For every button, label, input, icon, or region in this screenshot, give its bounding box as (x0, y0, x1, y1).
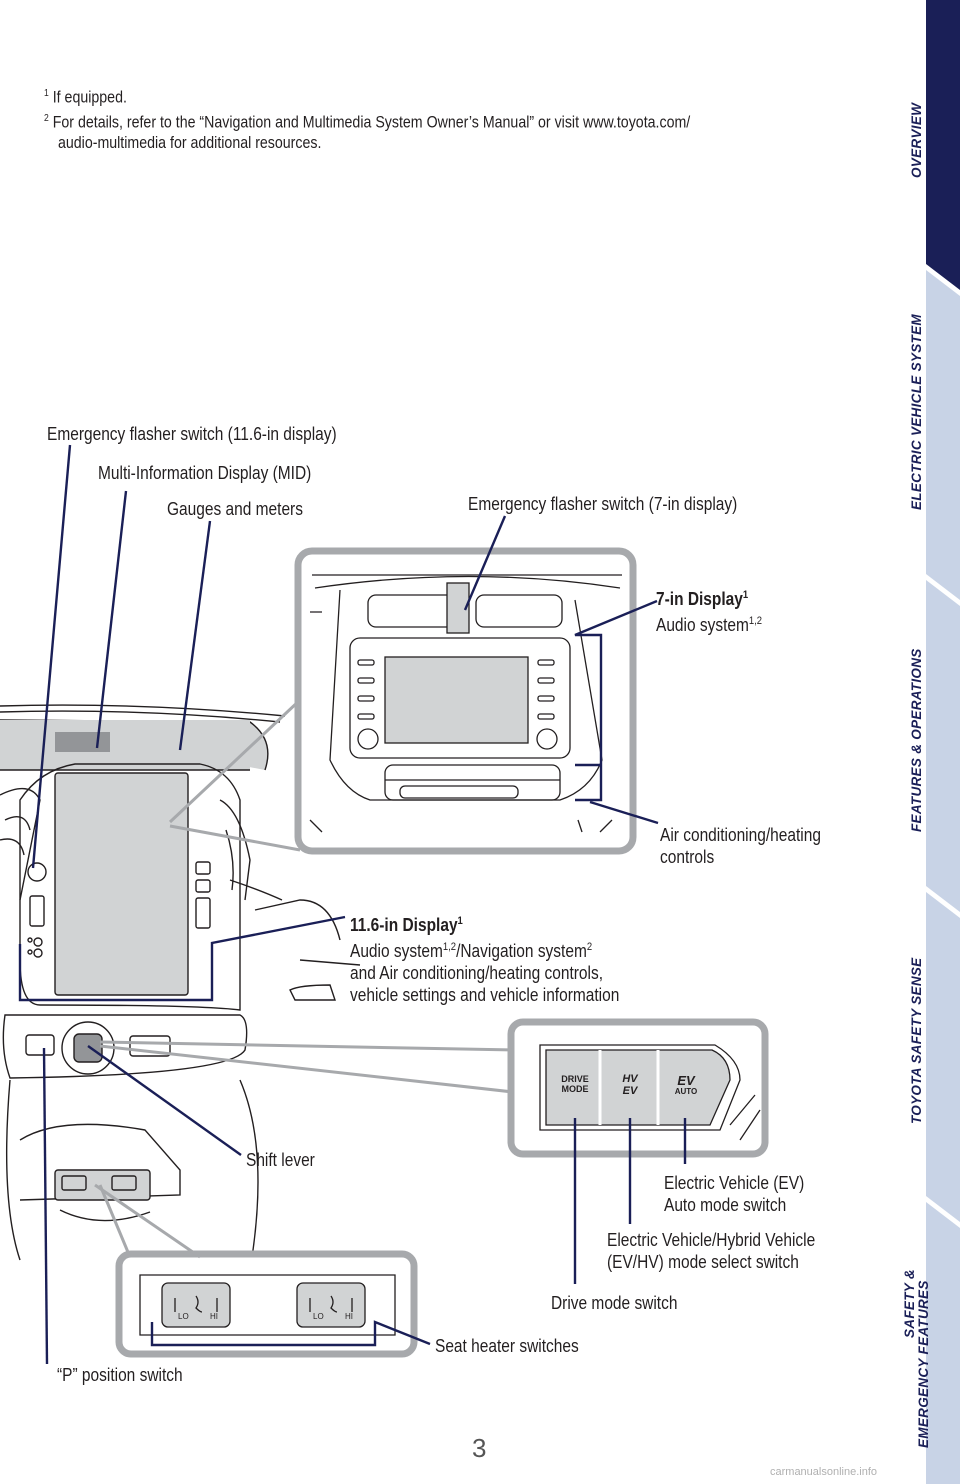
dashboard-drawing (0, 704, 361, 1271)
tab-bg-safety (926, 1202, 960, 1484)
label-line: Auto mode switch (664, 1195, 787, 1215)
seat-heater-right: LO HI (313, 1312, 353, 1321)
tab-features-label: FEATURES & OPERATIONS (909, 648, 924, 832)
label-sup: 1,2 (748, 615, 763, 627)
label-title: 11.6-in Display (350, 915, 458, 935)
label-p-switch: “P” position switch (57, 1364, 183, 1386)
label-line: Air conditioning/heating (660, 825, 821, 845)
callout-lines (18, 444, 687, 1365)
label-title: 7-in Display (656, 589, 743, 609)
label-text: Emergency flasher switch (7-in display) (468, 494, 738, 514)
inset-7in (294, 547, 637, 855)
label-text: Drive mode switch (551, 1293, 678, 1313)
right-bezel-buttons (537, 659, 555, 720)
seat-heater-left: LO HI (178, 1312, 218, 1321)
tab-bg-features (926, 580, 960, 912)
footnote-2-line1: For details, refer to the “Navigation an… (52, 113, 691, 132)
ev-auto-ev-label: EV (677, 1073, 695, 1088)
hi-label: HI (210, 1312, 218, 1321)
tab-bg-overview (926, 0, 960, 290)
footnote-2-cont: audio-multimedia for additional resource… (58, 130, 321, 157)
inset-seat-heater (115, 1250, 418, 1358)
label-text: Shift lever (246, 1150, 315, 1170)
label-sup: 1,2 (442, 941, 457, 953)
tab-shapes (926, 0, 960, 1484)
tab-features-operations[interactable]: FEATURES & OPERATIONS (909, 590, 960, 900)
label-text: “P” position switch (57, 1365, 183, 1385)
left-bezel-buttons (357, 659, 375, 720)
mid-screen (55, 732, 110, 752)
label-display-11: 11.6-in Display1 Audio system1,2/Navigat… (350, 910, 619, 1006)
label-sup: 1 (742, 589, 749, 601)
label-text: Emergency flasher switch (11.6-in displa… (47, 424, 337, 444)
page-number: 3 (472, 1433, 487, 1463)
label-line: /Navigation system (456, 941, 587, 961)
tab-safety-emergency[interactable]: SAFETY & EMERGENCY FEATURES (902, 1212, 960, 1484)
label-gauges: Gauges and meters (167, 498, 303, 520)
tab-electric-vehicle-system[interactable]: ELECTRIC VEHICLE SYSTEM (909, 280, 960, 590)
ev-hv-button: HV EV (612, 1073, 648, 1097)
label-ev-hv: Electric Vehicle/Hybrid Vehicle (EV/HV) … (607, 1229, 815, 1273)
tab-toyota-safety-sense[interactable]: TOYOTA SAFETY SENSE (909, 902, 960, 1212)
ev-auto-auto-label: AUTO (674, 1087, 698, 1096)
footnote-2-mark: 2 (44, 113, 49, 124)
tab-ev-label: ELECTRIC VEHICLE SYSTEM (909, 314, 924, 510)
label-emergency-flasher-7: Emergency flasher switch (7-in display) (468, 493, 737, 515)
label-ev-auto: Electric Vehicle (EV) Auto mode switch (664, 1172, 804, 1216)
label-sup: 2 (586, 941, 593, 953)
label-emergency-flasher-11: Emergency flasher switch (11.6-in displa… (47, 423, 337, 445)
label-line: Electric Vehicle (EV) (664, 1173, 805, 1193)
tab-overview[interactable]: OVERVIEW (909, 0, 960, 280)
footnote-1-mark: 1 (44, 88, 49, 99)
dashboard-illustration (0, 444, 769, 1365)
lo-label: LO (178, 1312, 189, 1321)
tab-safety-label-2: EMERGENCY FEATURES (916, 1280, 931, 1448)
label-drive-mode: Drive mode switch (551, 1292, 677, 1314)
label-seat-heater: Seat heater switches (435, 1335, 579, 1357)
label-display-7: 7-in Display1 Audio system1,2 (656, 584, 762, 636)
drive-mode-label-1: DRIVE (561, 1074, 589, 1084)
label-line: (EV/HV) mode select switch (607, 1252, 799, 1272)
meter-hood (0, 720, 250, 770)
label-shift-lever: Shift lever (246, 1149, 315, 1171)
label-line: Audio system (350, 941, 443, 961)
label-sup: 1 (457, 915, 463, 927)
label-line: and Air conditioning/heating controls, (350, 963, 604, 983)
footnote-1-text: If equipped. (52, 88, 127, 107)
tab-safety-label-1: SAFETY & (902, 1269, 917, 1338)
footnote-1: 1 If equipped. (44, 80, 127, 112)
tab-tss-label: TOYOTA SAFETY SENSE (909, 957, 924, 1124)
tab-overview-label: OVERVIEW (909, 102, 924, 178)
label-line: controls (660, 847, 715, 867)
tab-bg-tss (926, 892, 960, 1222)
footnote-2-line2: audio-multimedia for additional resource… (58, 134, 322, 152)
ev-auto-button: EV AUTO (668, 1074, 704, 1097)
tab-bg-ev (926, 270, 960, 600)
label-ac: Air conditioning/heating controls (660, 824, 821, 868)
inset-connectors (94, 698, 514, 1259)
label-text: Gauges and meters (167, 499, 303, 519)
label-sub: Audio system (656, 615, 749, 635)
display-11-screen (54, 772, 189, 996)
footnote-2: 2 For details, refer to the “Navigation … (44, 105, 690, 137)
label-line: Electric Vehicle/Hybrid Vehicle (607, 1230, 816, 1250)
ev-label: EV (622, 1085, 638, 1097)
drive-mode-button: DRIVE MODE (554, 1074, 596, 1094)
label-text: Multi-Information Display (MID) (98, 463, 312, 483)
hv-label: HV (622, 1073, 638, 1085)
watermark: carmanualsonline.info (770, 1466, 878, 1478)
label-mid: Multi-Information Display (MID) (98, 462, 311, 484)
label-line: vehicle settings and vehicle information (350, 985, 620, 1005)
section-tabs: OVERVIEW ELECTRIC VEHICLE SYSTEM FEATURE… (902, 0, 960, 1484)
label-text: Seat heater switches (435, 1336, 579, 1356)
hi-label: HI (345, 1312, 353, 1321)
lo-label: LO (313, 1312, 324, 1321)
drive-mode-label-2: MODE (561, 1084, 589, 1094)
hazard-button-11 (27, 862, 47, 882)
